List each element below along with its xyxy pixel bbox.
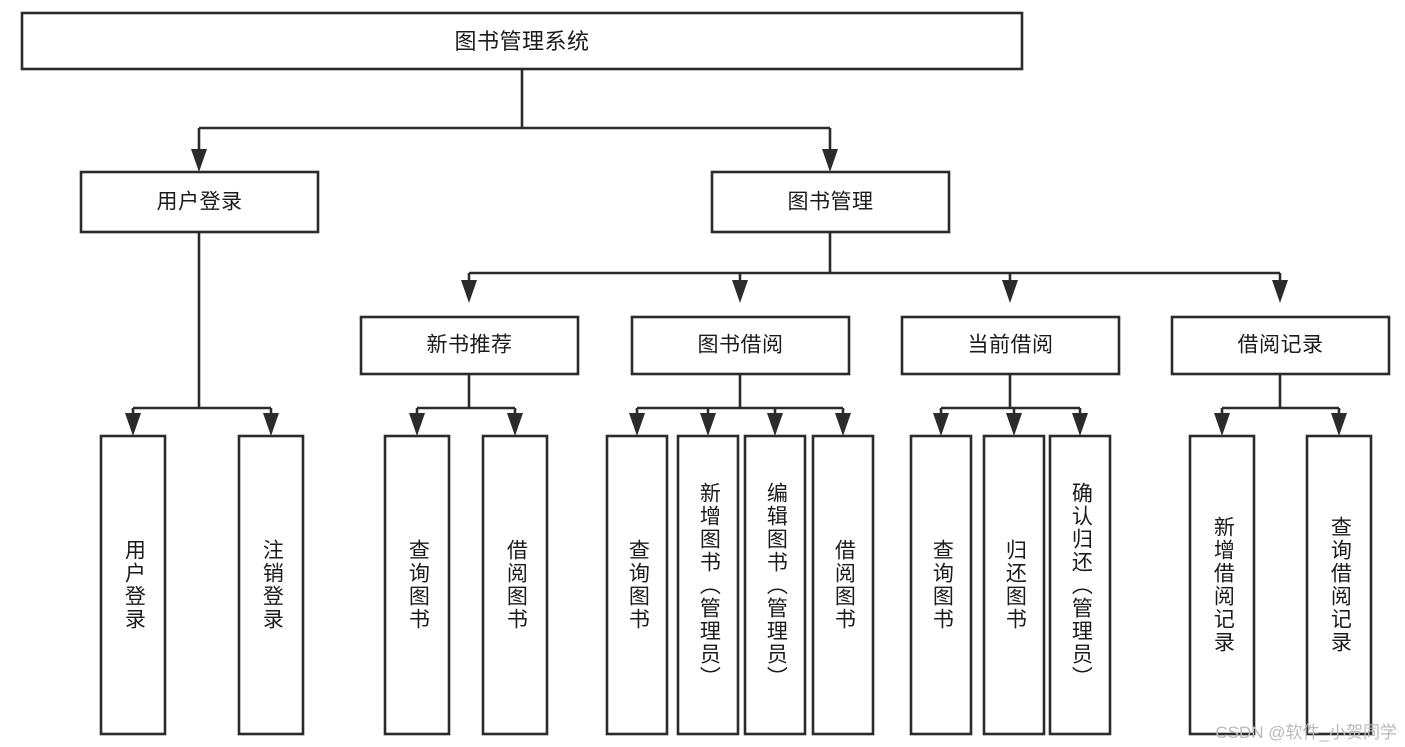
- node-book-management[interactable]: 图书管理: [710, 170, 951, 234]
- arrowhead-leaf-query-book-b: [629, 413, 645, 436]
- connectors-borrowrecord-to-leaves: [1214, 374, 1347, 436]
- arrowhead-leaf-return-book: [1006, 413, 1022, 436]
- leaf-box-add-book-admin[interactable]: [676, 434, 740, 736]
- leaf-box-confirm-return-admin[interactable]: [1048, 434, 1112, 736]
- leaf-boxes: [99, 434, 1373, 736]
- arrowhead-leaf-add-book: [700, 413, 716, 436]
- node-current-borrow-label: 当前借阅: [968, 334, 1054, 357]
- connectors-newbookrec-to-leaves: [409, 374, 523, 436]
- connectors-bookmgmt-to-level2: [461, 232, 1288, 303]
- arrowhead-leaf-borrow-book-a: [507, 413, 523, 436]
- leaf-box-borrow-book-a[interactable]: [481, 434, 549, 736]
- leaf-box-return-book[interactable]: [982, 434, 1046, 736]
- arrowhead-book-mgmt: [822, 149, 838, 172]
- connectors-userlogin-to-leaves: [125, 232, 279, 436]
- node-root[interactable]: 图书管理系统: [20, 11, 1024, 71]
- node-user-login-label: 用户登录: [157, 191, 243, 214]
- arrowhead-book-borrow: [732, 280, 748, 303]
- leaf-box-borrow-book-b[interactable]: [811, 434, 875, 736]
- arrowhead-leaf-user-login: [125, 413, 141, 436]
- arrowhead-leaf-edit-book: [767, 413, 783, 436]
- leaf-box-add-borrow-record[interactable]: [1188, 434, 1256, 736]
- node-book-borrow[interactable]: 图书借阅: [630, 315, 851, 376]
- node-new-book-recommend[interactable]: 新书推荐: [359, 315, 580, 376]
- leaf-box-query-book-c[interactable]: [909, 434, 973, 736]
- node-current-borrow-box[interactable]: [900, 315, 1121, 376]
- leaf-box-user-login[interactable]: [99, 434, 167, 736]
- connectors-currentborrow-to-leaves: [933, 374, 1088, 436]
- node-user-login[interactable]: 用户登录: [79, 170, 320, 234]
- leaf-box-logout-login[interactable]: [237, 434, 305, 736]
- arrowhead-leaf-confirm-return: [1072, 413, 1088, 436]
- arrowhead-leaf-logout-login: [263, 413, 279, 436]
- arrowhead-new-book-rec: [461, 280, 477, 303]
- node-current-borrow[interactable]: 当前借阅: [900, 315, 1121, 376]
- arrowhead-current-borrow: [1002, 280, 1018, 303]
- node-borrow-record-label: 借阅记录: [1238, 334, 1324, 357]
- csdn-watermark: CSDN @软件_小贺同学: [1215, 723, 1397, 742]
- leaf-box-query-borrow-record[interactable]: [1305, 434, 1373, 736]
- arrowhead-leaf-query-record: [1331, 413, 1347, 436]
- node-new-book-recommend-label: 新书推荐: [427, 334, 513, 357]
- node-borrow-record[interactable]: 借阅记录: [1170, 315, 1391, 376]
- node-book-borrow-box[interactable]: [630, 315, 851, 376]
- node-book-borrow-label: 图书借阅: [698, 334, 784, 357]
- leaf-box-edit-book-admin[interactable]: [743, 434, 807, 736]
- node-user-login-box[interactable]: [79, 170, 320, 234]
- connectors-root-to-level1: [191, 69, 838, 172]
- node-book-management-label: 图书管理: [788, 191, 874, 214]
- node-root-label: 图书管理系统: [454, 29, 589, 54]
- arrowhead-leaf-query-book-c: [933, 413, 949, 436]
- node-new-book-recommend-box[interactable]: [359, 315, 580, 376]
- arrowhead-leaf-borrow-book-b: [835, 413, 851, 436]
- leaf-box-query-book-b[interactable]: [605, 434, 669, 736]
- arrowhead-user-login: [191, 149, 207, 172]
- node-borrow-record-box[interactable]: [1170, 315, 1391, 376]
- arrowhead-borrow-record: [1272, 280, 1288, 303]
- node-book-management-box[interactable]: [710, 170, 951, 234]
- node-root-box[interactable]: [20, 11, 1024, 71]
- leaf-box-query-book-a[interactable]: [383, 434, 451, 736]
- arrowhead-leaf-add-record: [1214, 413, 1230, 436]
- connectors-bookborrow-to-leaves: [629, 374, 851, 436]
- arrowhead-leaf-query-book-a: [409, 413, 425, 436]
